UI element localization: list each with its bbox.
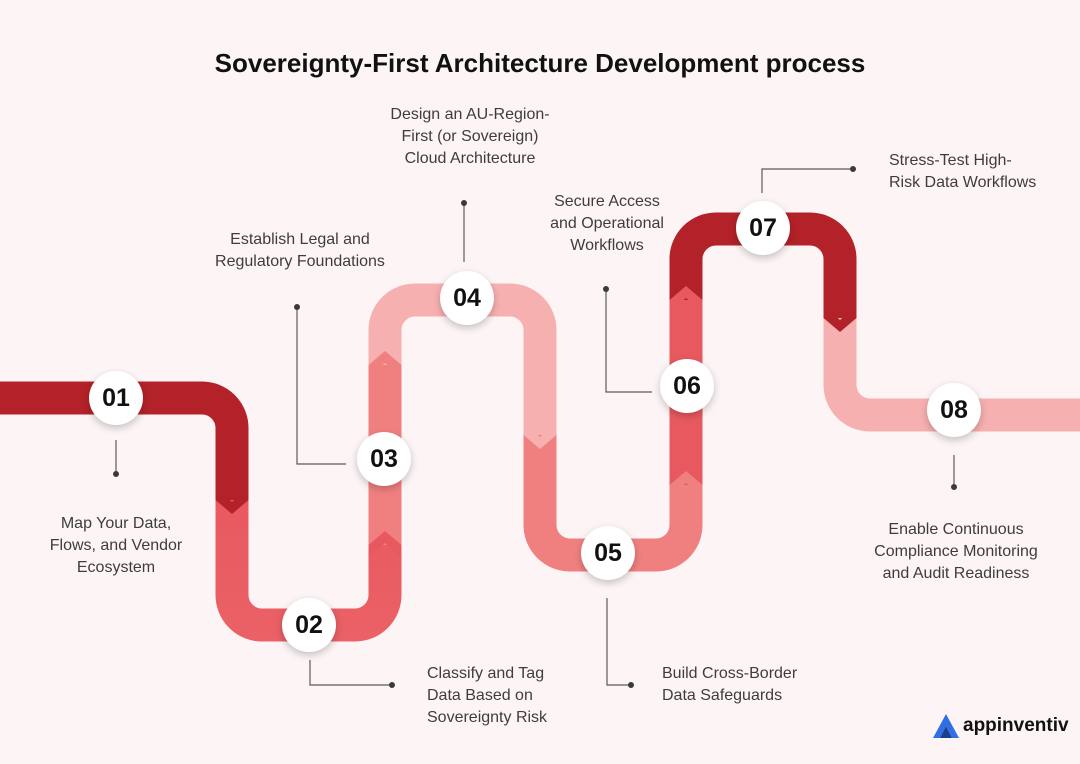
diagram-title: Sovereignty-First Architecture Developme… bbox=[214, 48, 866, 78]
step-node-04: 04 bbox=[440, 271, 494, 325]
chevron-02-03 bbox=[368, 531, 402, 557]
step-node-01: 01 bbox=[89, 371, 143, 425]
connector-02 bbox=[309, 660, 392, 686]
step-label-02: Classify and Tag Data Based on Sovereign… bbox=[427, 665, 548, 726]
connector-06 bbox=[605, 289, 652, 393]
chevron-06-07 bbox=[669, 286, 703, 312]
connector-dot-06 bbox=[603, 286, 609, 292]
connector-dot-03 bbox=[294, 304, 300, 310]
step-node-05: 05 bbox=[581, 526, 635, 580]
step-node-07: 07 bbox=[736, 201, 790, 255]
path-segment-01 bbox=[0, 381, 249, 500]
brand-logo: appinventiv bbox=[932, 712, 1069, 740]
step-node-06: 06 bbox=[660, 359, 714, 413]
brand-name: appinventiv bbox=[963, 715, 1069, 736]
connector-dot-02 bbox=[389, 682, 395, 688]
connector-dot-05 bbox=[628, 682, 634, 688]
appinventiv-logo-icon bbox=[933, 714, 959, 738]
connector-dot-04 bbox=[461, 200, 467, 206]
step-node-02: 02 bbox=[282, 598, 336, 652]
step-node-03: 03 bbox=[357, 432, 411, 486]
connector-05 bbox=[606, 598, 631, 686]
step-label-08: Enable Continuous Compliance Monitoring … bbox=[874, 521, 1038, 582]
connector-03 bbox=[296, 307, 346, 465]
step-label-05: Build Cross-Border Data Safeguards bbox=[662, 665, 798, 704]
step-label-01: Map Your Data, Flows, and Vendor Ecosyst… bbox=[49, 515, 183, 576]
step-label-07: Stress-Test High- Risk Data Workflows bbox=[889, 152, 1037, 191]
chevron-07-08 bbox=[823, 306, 857, 332]
chevron-01-02 bbox=[215, 488, 249, 514]
connector-dot-08 bbox=[951, 484, 957, 490]
step-node-08: 08 bbox=[927, 383, 981, 437]
step-label-03: Establish Legal and Regulatory Foundatio… bbox=[215, 231, 385, 270]
connector-dot-07 bbox=[850, 166, 856, 172]
connector-dot-01 bbox=[113, 471, 119, 477]
connector-07 bbox=[761, 168, 853, 193]
step-label-06: Secure Access and Operational Workflows bbox=[550, 193, 664, 254]
transition-chevrons bbox=[215, 286, 857, 557]
chevron-05-06 bbox=[669, 471, 703, 497]
step-label-04: Design an AU-Region- First (or Sovereign… bbox=[390, 106, 550, 167]
chevron-03-04 bbox=[368, 351, 402, 377]
path-segment-08 bbox=[823, 318, 1080, 432]
chevron-04-05 bbox=[523, 423, 557, 449]
